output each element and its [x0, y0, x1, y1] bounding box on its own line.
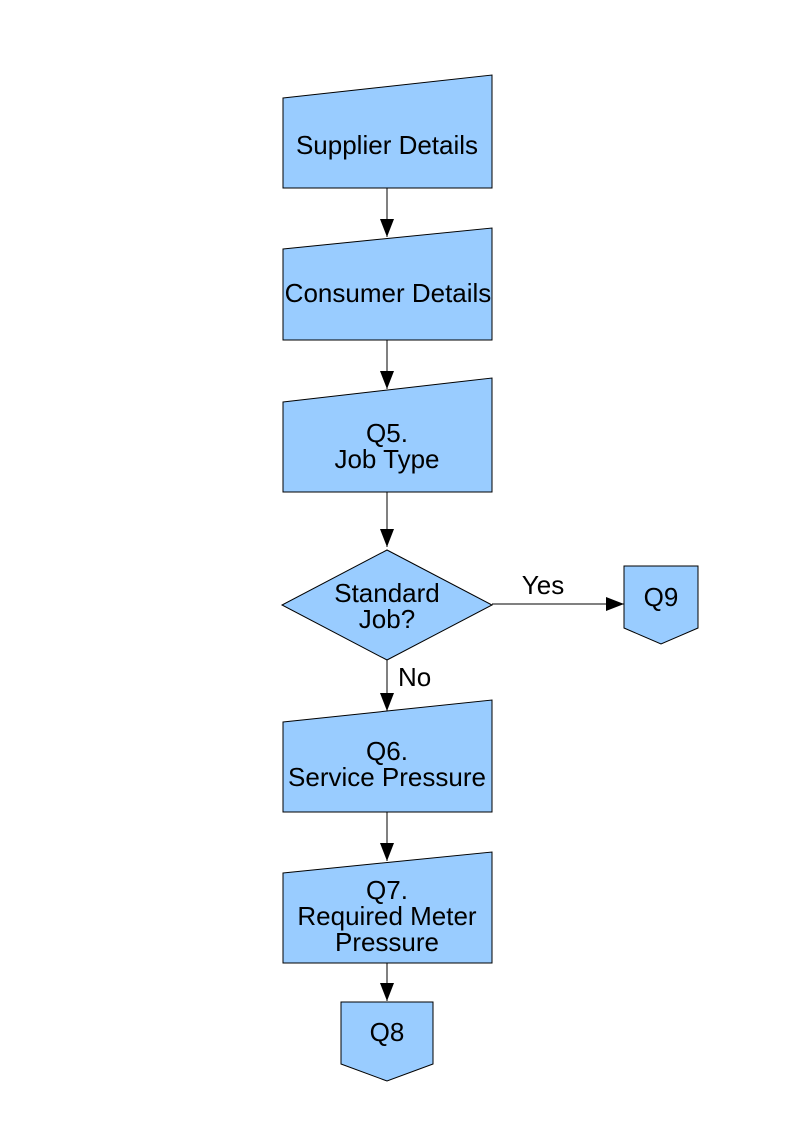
node-q6-shape: [282, 699, 493, 813]
node-supplier-details-shape: [282, 74, 493, 189]
node-q9-connector-shape: [623, 565, 699, 645]
label-line: Q5.: [366, 418, 408, 448]
label-line: Job?: [358, 604, 416, 634]
node-q8-connector-shape: [340, 1001, 434, 1082]
label-line: Job Type: [334, 444, 440, 474]
label-q8: Q8: [370, 1019, 405, 1045]
label-decision: Standard Job?: [334, 580, 440, 632]
label-line: Standard: [334, 578, 440, 608]
label-line: Q7.: [366, 875, 408, 905]
label-line: Q9: [643, 582, 679, 612]
label-supplier-details: Supplier Details: [296, 132, 478, 158]
label-consumer-details: Consumer Details: [285, 280, 492, 306]
node-q5-shape: [282, 377, 493, 493]
label-q9: Q9: [644, 584, 679, 610]
label-q5: Q5. Job Type: [334, 420, 439, 472]
label-line: Consumer Details: [284, 278, 492, 308]
edge-label-no: No: [398, 662, 432, 692]
node-decision-diamond-shape: [280, 549, 494, 661]
label-line: Q8: [369, 1017, 405, 1047]
label-line: Q6.: [366, 736, 408, 766]
label-line: Required Meter: [297, 901, 477, 931]
label-line: Service Pressure: [288, 762, 486, 792]
label-line: Supplier Details: [295, 130, 479, 160]
label-line: Pressure: [334, 927, 440, 957]
node-q7-shape: [282, 851, 493, 964]
edge-label-yes: Yes: [521, 570, 565, 600]
label-q7: Q7. Required Meter Pressure: [297, 877, 476, 955]
node-consumer-details-shape: [282, 227, 493, 341]
label-q6: Q6. Service Pressure: [288, 738, 486, 790]
